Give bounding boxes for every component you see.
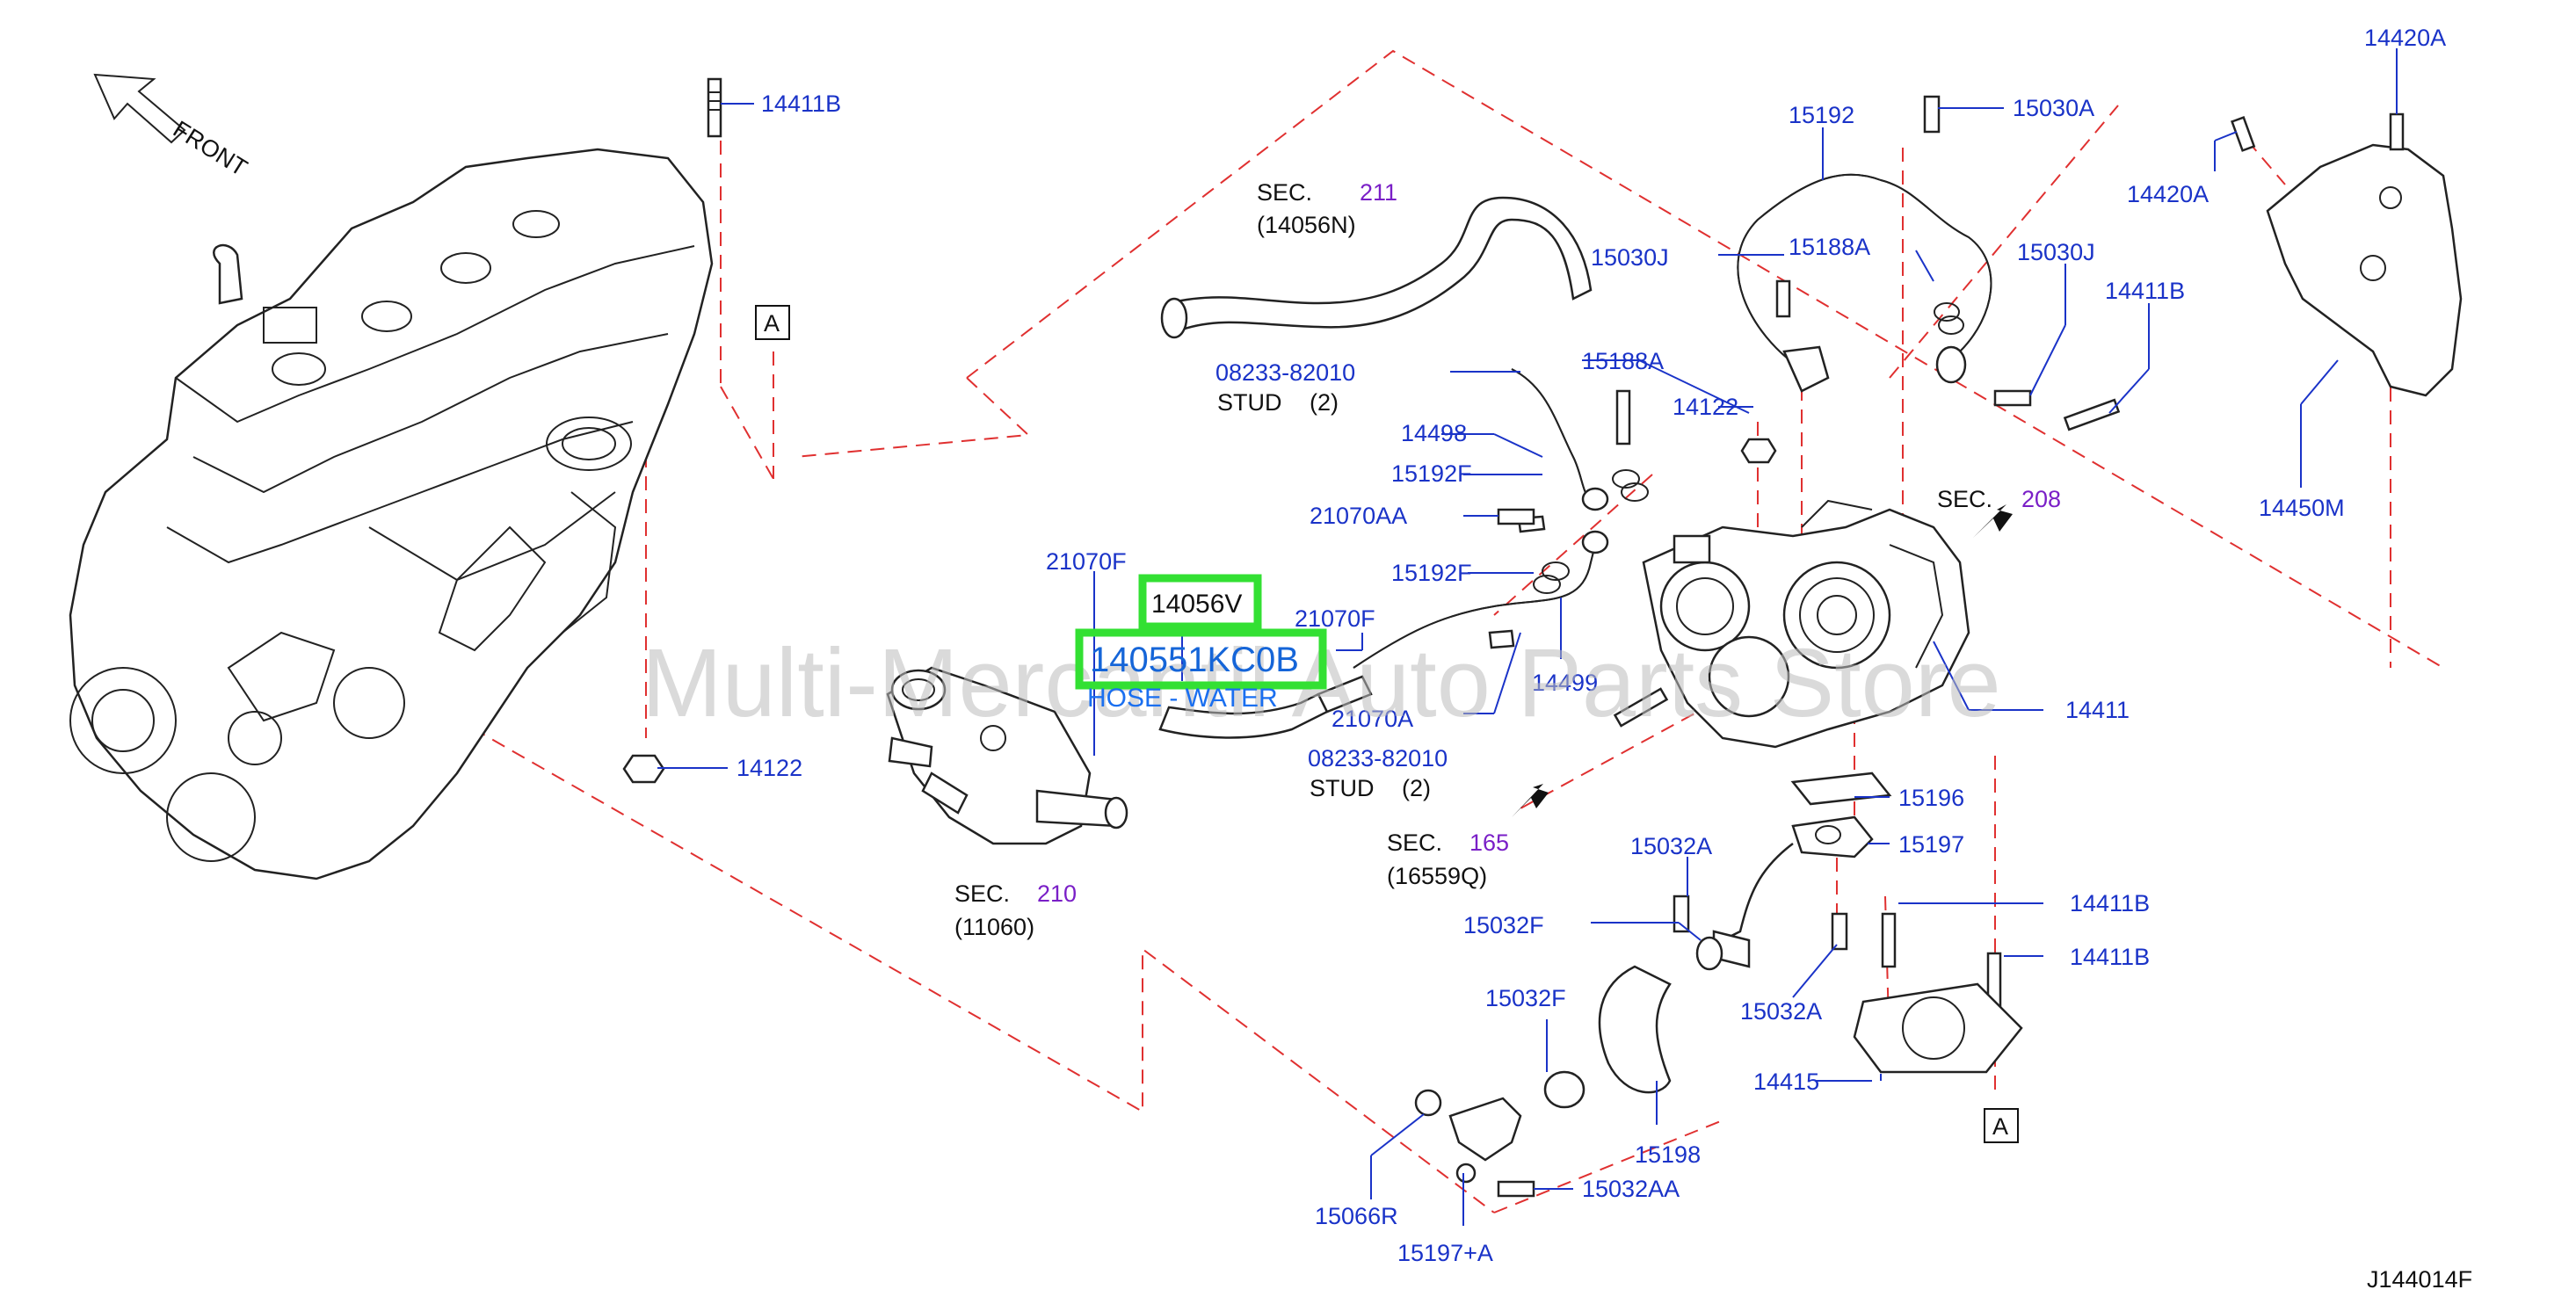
callout-15032A-b[interactable]: 15032A	[1740, 998, 1822, 1025]
sec-label: SEC.	[1937, 486, 1992, 512]
stud-part-number: 08233-82010	[1308, 745, 1448, 772]
sec-number: 208	[2021, 486, 2061, 512]
callout-14122-bottom[interactable]: 14122	[737, 755, 802, 781]
highlight-description: HOSE - WATER	[1087, 684, 1278, 713]
arrow-to-sec208-icon	[1973, 504, 2013, 538]
oil-tube-illustration	[1353, 368, 1649, 669]
drawing-number: J144014F	[2367, 1266, 2472, 1293]
callout-14420A-a[interactable]: 14420A	[2364, 25, 2446, 51]
hose-end-icon	[1160, 297, 1188, 339]
callout-15030A[interactable]: 15030A	[2013, 95, 2094, 121]
sec-sub: (14056N)	[1257, 212, 1356, 238]
stud-14411B-top	[707, 77, 722, 138]
sec-sub: (16559Q)	[1387, 863, 1487, 889]
callout-21070AA[interactable]: 21070AA	[1310, 503, 1407, 529]
callout-15066R[interactable]: 15066R	[1315, 1203, 1398, 1229]
highlight-full-part-number: 140551KC0B	[1090, 641, 1299, 679]
callout-15192[interactable]: 15192	[1789, 102, 1854, 128]
stud-note-upper[interactable]: 08233-82010 STUD (2)	[1215, 359, 1355, 416]
callout-21070A[interactable]: 21070A	[1332, 706, 1413, 732]
stud-label: STUD	[1217, 389, 1282, 416]
pipe-15192-illustration	[1737, 173, 1992, 393]
section-reference-211[interactable]: SEC. 211 (14056N)	[1257, 179, 1397, 238]
stud-label: STUD	[1310, 775, 1375, 801]
leader-lines	[657, 48, 2398, 1226]
callout-14411[interactable]: 14411	[2065, 697, 2130, 723]
callout-14411B-right[interactable]: 14411B	[2105, 278, 2185, 304]
gaskets-illustration	[1414, 772, 2023, 1117]
section-reference-210[interactable]: SEC. 210 (11060)	[954, 880, 1077, 940]
callout-labels: 14411B 14122 21070F 21070F 21070A 14498 …	[737, 25, 2446, 1266]
reference-mark-right: A	[1984, 1108, 2019, 1143]
callout-14411B-a[interactable]: 14411B	[2070, 890, 2150, 916]
callout-15030J-a[interactable]: 15030J	[1591, 244, 1669, 271]
callout-15192F-b[interactable]: 15192F	[1391, 560, 1472, 586]
sec-number: 210	[1037, 880, 1077, 907]
callout-15030J-b[interactable]: 15030J	[2017, 239, 2095, 265]
sec-number: 165	[1469, 829, 1509, 856]
reference-mark-right-label: A	[1992, 1113, 2008, 1140]
coolant-fittings-illustration	[1448, 843, 1794, 1184]
highlight-part-number: 14056V	[1151, 590, 1242, 619]
callout-15188A-a[interactable]: 15188A	[1582, 348, 1664, 374]
callout-21070F-a[interactable]: 21070F	[1046, 548, 1127, 575]
reference-mark-left: A	[755, 305, 790, 340]
nut-14122-bottom	[622, 754, 665, 784]
sec-number: 211	[1360, 179, 1397, 206]
section-reference-208[interactable]: SEC. 208	[1937, 486, 2061, 512]
stud-qty: (2)	[1310, 389, 1339, 416]
engine-block-illustration	[69, 148, 714, 880]
section-reference-165[interactable]: SEC. 165 (16559Q)	[1387, 829, 1509, 889]
stud-part-number: 08233-82010	[1215, 359, 1355, 386]
callout-14499[interactable]: 14499	[1532, 670, 1598, 696]
callout-14411B-b[interactable]: 14411B	[2070, 944, 2150, 970]
callout-15192F-a[interactable]: 15192F	[1391, 460, 1472, 487]
hose-sec211-illustration	[1167, 196, 1593, 331]
highlight-box-part-number	[1138, 574, 1262, 631]
callout-15032F-b[interactable]: 15032F	[1485, 985, 1566, 1011]
water-hose-illustration	[1158, 675, 1373, 739]
sec-label: SEC.	[1387, 829, 1442, 856]
heat-shield-hole-icon	[2360, 255, 2386, 281]
callout-15188A-b[interactable]: 15188A	[1789, 234, 1870, 260]
stud-qty: (2)	[1402, 775, 1431, 801]
water-outlet-illustration	[886, 666, 1128, 845]
callout-14498[interactable]: 14498	[1401, 420, 1467, 446]
callout-21070F-b[interactable]: 21070F	[1295, 605, 1375, 632]
heat-shield-illustration	[2266, 143, 2463, 397]
sec-label: SEC.	[954, 880, 1010, 907]
callout-14415[interactable]: 14415	[1753, 1069, 1819, 1095]
callout-15197[interactable]: 15197	[1898, 831, 1964, 858]
reference-mark-left-label: A	[764, 310, 780, 337]
callout-15032AA[interactable]: 15032AA	[1582, 1176, 1680, 1202]
sec-sub: (11060)	[954, 914, 1034, 940]
callout-14450M[interactable]: 14450M	[2259, 495, 2345, 521]
heat-shield-hole-icon	[2379, 186, 2402, 209]
arrow-to-sec165-icon	[1512, 784, 1549, 817]
highlight-box-full-part-number	[1075, 628, 1327, 690]
callout-15032A-a[interactable]: 15032A	[1630, 833, 1712, 859]
stud-note-lower[interactable]: 08233-82010 STUD (2)	[1308, 745, 1448, 801]
turbocharger-illustration	[1642, 499, 1970, 749]
front-label: FRONT	[169, 116, 252, 182]
sec-label: SEC.	[1257, 179, 1312, 206]
callout-14411B-top[interactable]: 14411B	[761, 91, 841, 117]
callout-14122-mid[interactable]: 14122	[1673, 394, 1738, 420]
highlighted-part[interactable]: 14056V 140551KC0B HOSE - WATER	[1075, 574, 1327, 713]
callout-15198[interactable]: 15198	[1635, 1141, 1701, 1168]
front-arrow-icon	[93, 73, 186, 144]
callout-15032F-a[interactable]: 15032F	[1463, 912, 1544, 938]
stud-near-turbo	[1613, 687, 1669, 728]
callout-15196[interactable]: 15196	[1898, 785, 1964, 811]
callout-15197A[interactable]: 15197+A	[1397, 1240, 1493, 1266]
callout-14420A-b[interactable]: 14420A	[2127, 181, 2209, 207]
